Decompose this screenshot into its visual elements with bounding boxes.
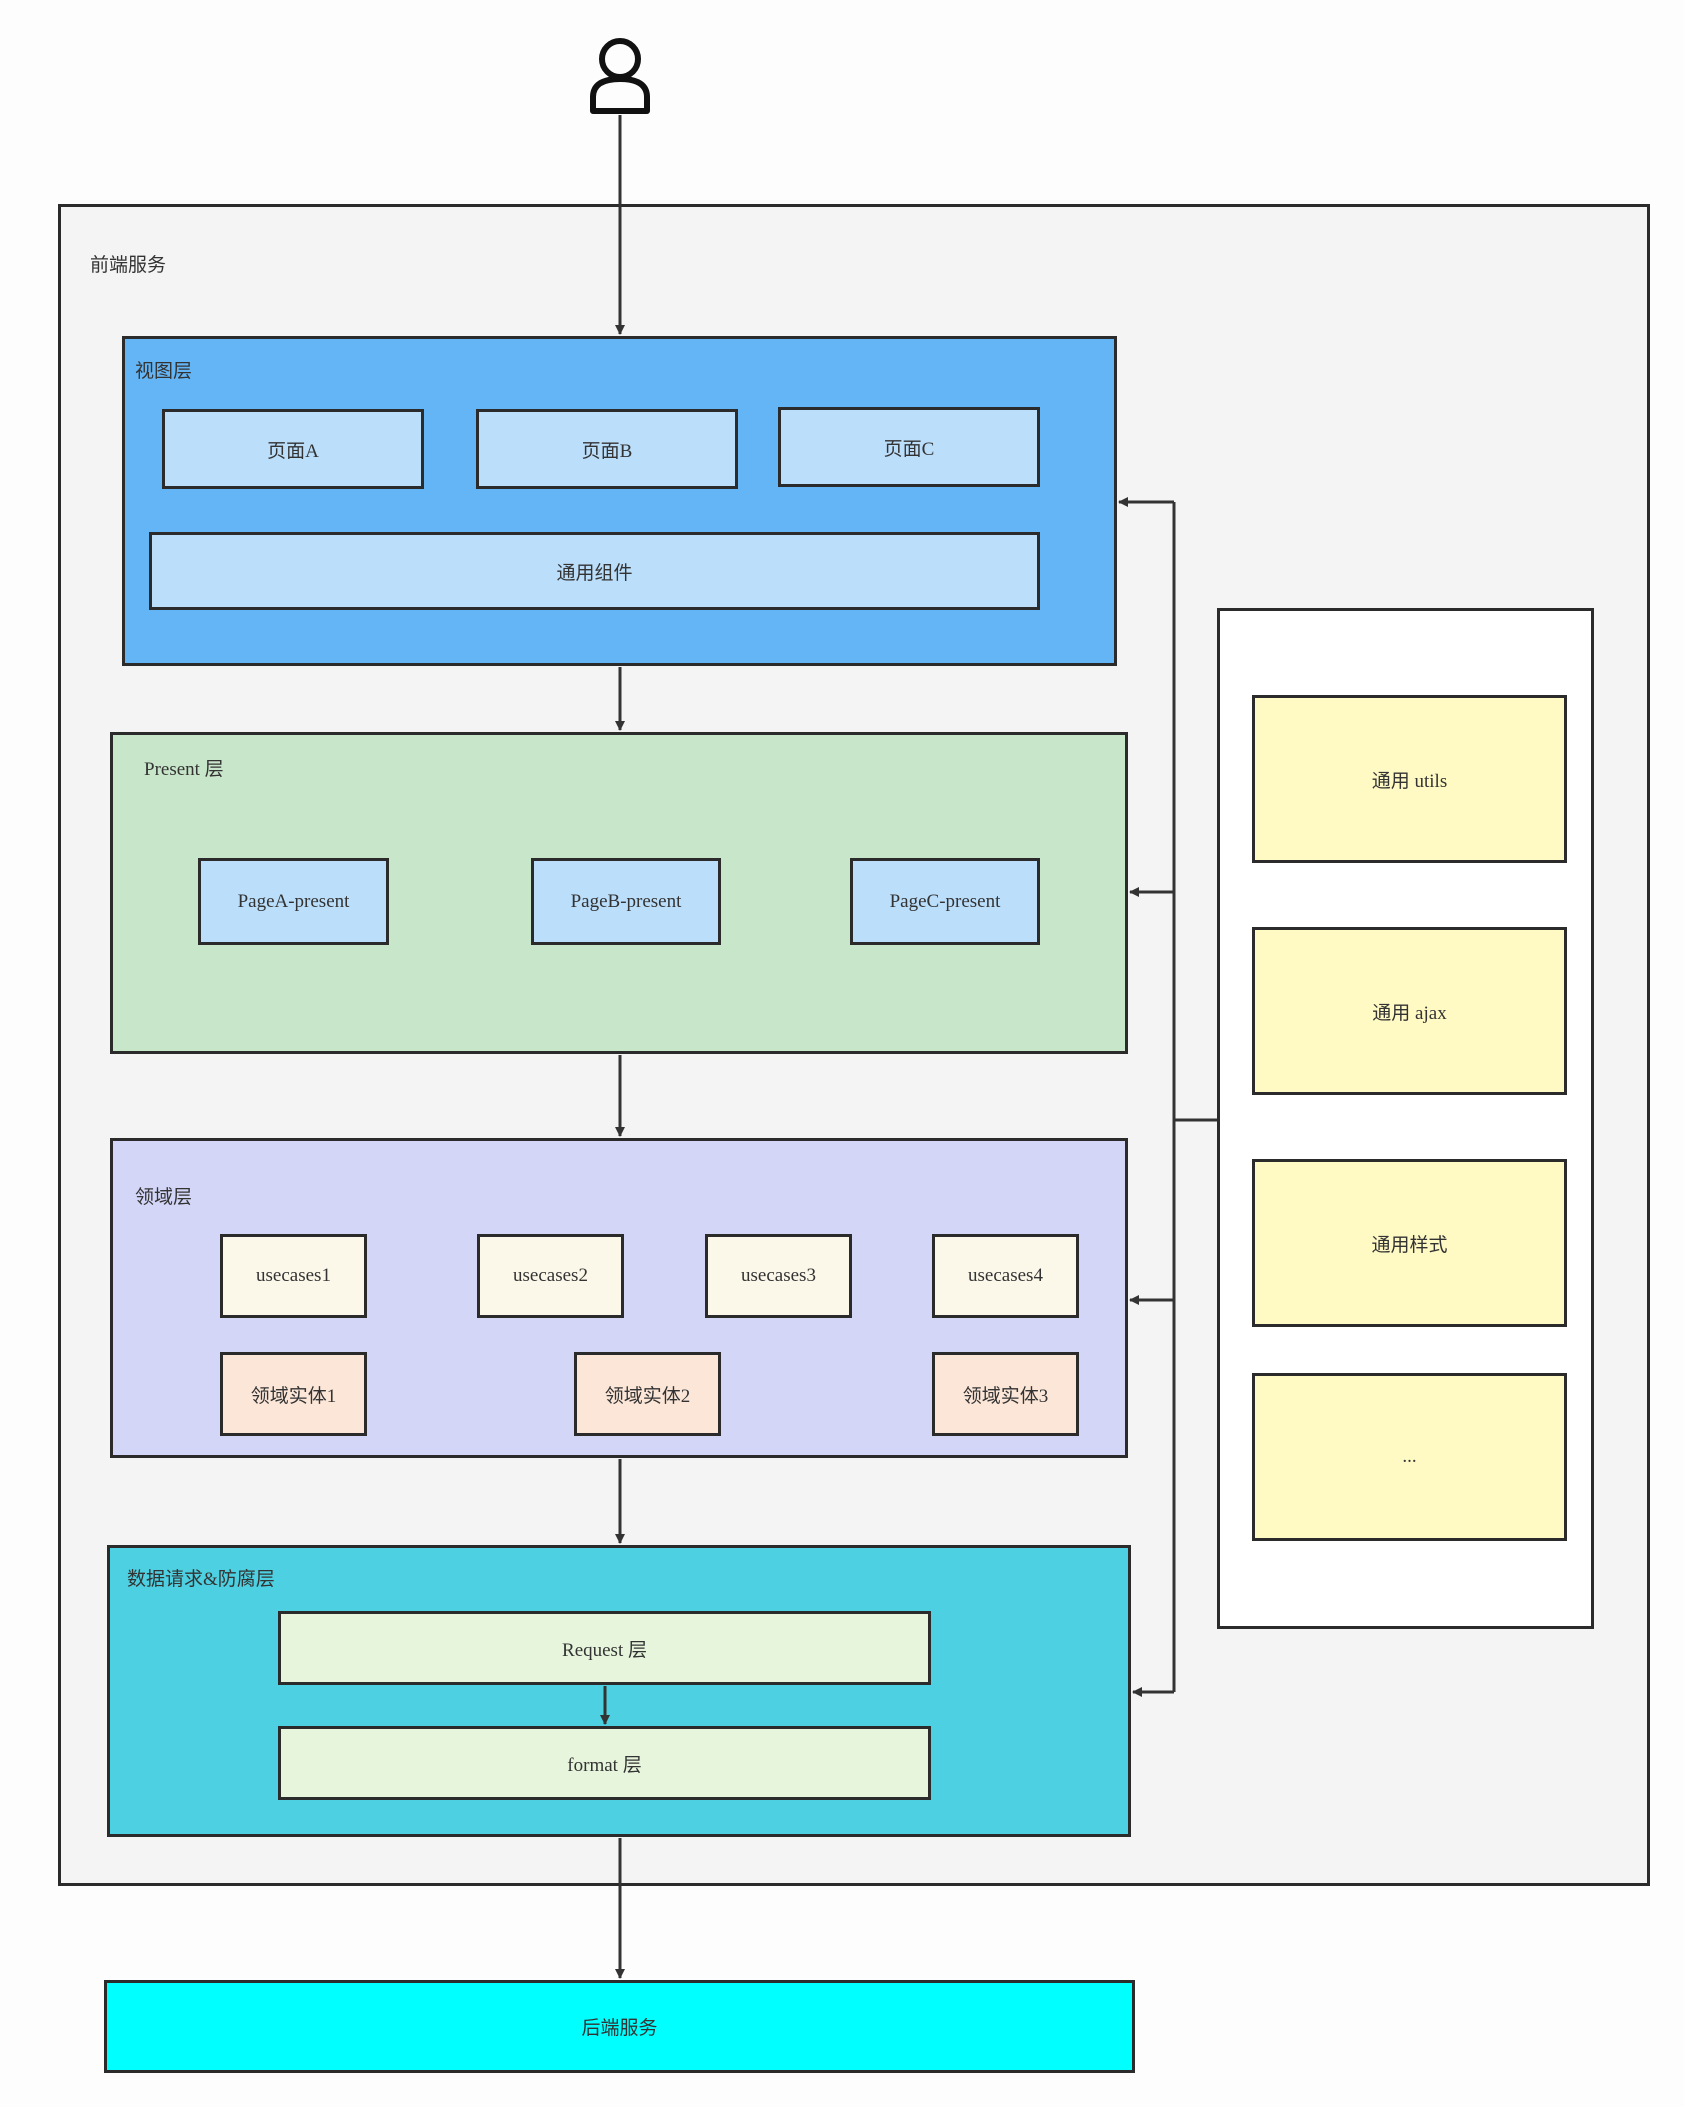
- present-layer-title: Present 层: [144, 759, 224, 780]
- request-layer[interactable]: Request 层: [278, 1611, 931, 1685]
- format-layer[interactable]: format 层: [278, 1726, 931, 1800]
- frontend-service-title: 前端服务: [90, 255, 167, 276]
- domain-entity-3[interactable]: 领域实体3: [932, 1352, 1079, 1436]
- util-common-utils[interactable]: 通用 utils: [1252, 695, 1567, 863]
- domain-entity-1[interactable]: 领域实体1: [220, 1352, 367, 1436]
- page-a[interactable]: 页面A: [162, 409, 424, 489]
- user-icon: [590, 38, 650, 114]
- view-layer-title: 视图层: [135, 361, 193, 382]
- domain-layer-title: 领域层: [135, 1187, 193, 1208]
- pagea-present[interactable]: PageA-present: [198, 858, 389, 945]
- backend-service[interactable]: 后端服务: [104, 1980, 1135, 2073]
- usecases4[interactable]: usecases4: [932, 1234, 1079, 1318]
- page-b[interactable]: 页面B: [476, 409, 738, 489]
- common-components[interactable]: 通用组件: [149, 532, 1040, 610]
- usecases2[interactable]: usecases2: [477, 1234, 624, 1318]
- domain-entity-2[interactable]: 领域实体2: [574, 1352, 721, 1436]
- util-common-styles[interactable]: 通用样式: [1252, 1159, 1567, 1327]
- usecases3[interactable]: usecases3: [705, 1234, 852, 1318]
- pagec-present[interactable]: PageC-present: [850, 858, 1040, 945]
- view-layer: [122, 336, 1117, 666]
- data-layer-title: 数据请求&防腐层: [127, 1569, 275, 1590]
- util-more[interactable]: ...: [1252, 1373, 1567, 1541]
- usecases1[interactable]: usecases1: [220, 1234, 367, 1318]
- page-c[interactable]: 页面C: [778, 407, 1040, 487]
- util-common-ajax[interactable]: 通用 ajax: [1252, 927, 1567, 1095]
- pageb-present[interactable]: PageB-present: [531, 858, 721, 945]
